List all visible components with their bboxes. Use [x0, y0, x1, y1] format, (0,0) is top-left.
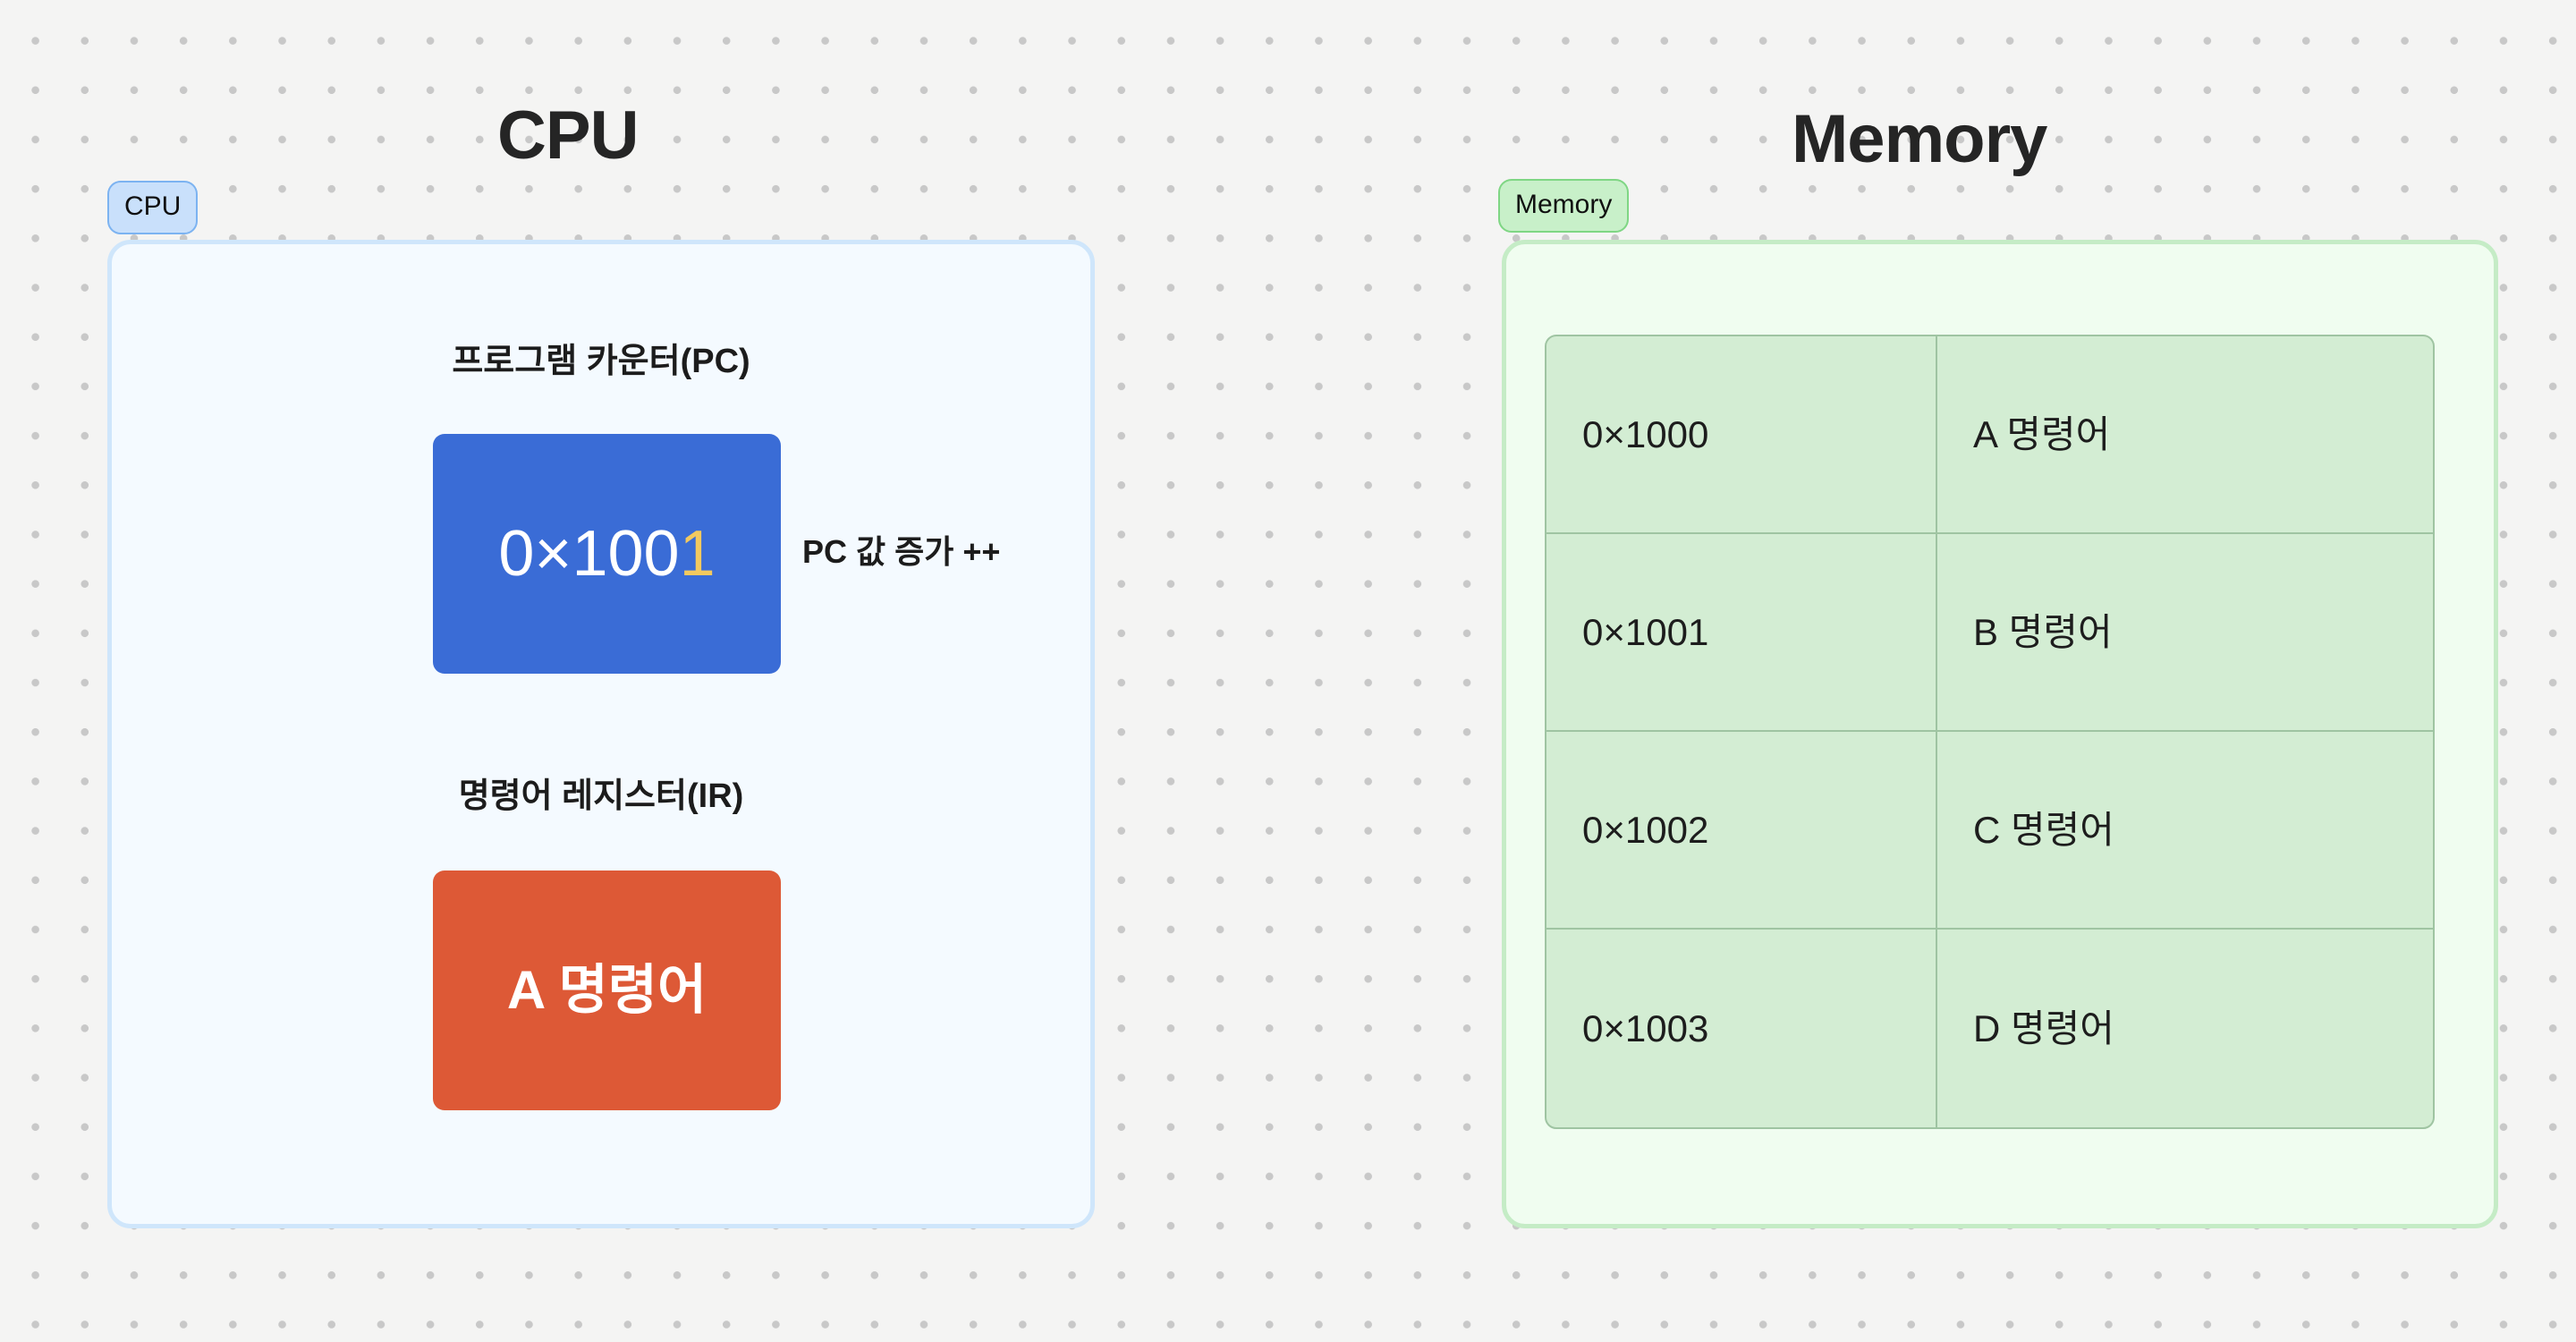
instruction-register-label: 명령어 레지스터(IR)	[458, 777, 744, 815]
memory-group-badge: Memory	[1498, 179, 1630, 233]
cpu-group-badge: CPU	[107, 181, 199, 234]
table-row: 0×1000 A 명령어	[1546, 336, 2433, 534]
cpu-section-title: CPU	[497, 98, 639, 174]
table-row: 0×1001 B 명령어	[1546, 534, 2433, 732]
memory-value-cell: C 명령어	[1973, 808, 2114, 851]
memory-section-title: Memory	[1792, 101, 2047, 177]
program-counter-value-prefix: 0×100	[498, 518, 680, 590]
memory-address-cell: 0×1002	[1546, 732, 1937, 928]
program-counter-label: 프로그램 카운터(PC)	[452, 343, 750, 380]
table-row: 0×1002 C 명령어	[1546, 732, 2433, 930]
memory-value-cell: A 명령어	[1973, 412, 2111, 455]
memory-container: 0×1000 A 명령어 0×1001 B 명령어 0×1002 C 명령어 0…	[1502, 240, 2498, 1228]
memory-value-cell: D 명령어	[1973, 1007, 2114, 1049]
table-row: 0×1003 D 명령어	[1546, 930, 2433, 1127]
memory-address-cell: 0×1000	[1546, 336, 1937, 532]
memory-address-cell: 0×1003	[1546, 930, 1937, 1127]
program-counter-value-highlight-digit: 1	[679, 518, 716, 590]
memory-value-cell: B 명령어	[1973, 610, 2113, 653]
pc-increment-note: PC 값 증가 ++	[802, 533, 1001, 570]
memory-address-table: 0×1000 A 명령어 0×1001 B 명령어 0×1002 C 명령어 0…	[1545, 335, 2435, 1129]
memory-address-cell: 0×1001	[1546, 534, 1937, 730]
instruction-register-value-box: A 명령어	[433, 871, 781, 1110]
